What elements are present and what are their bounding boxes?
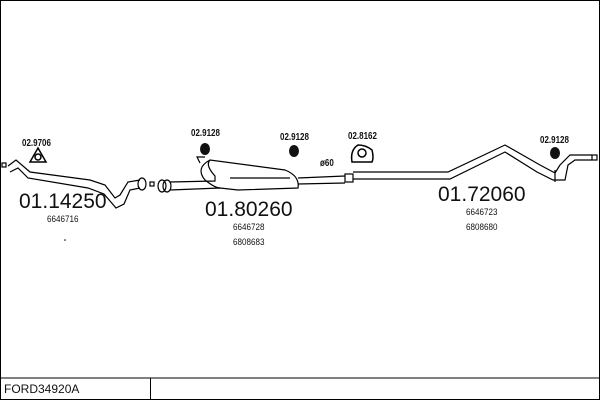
oem-number: 6646716 [47, 214, 79, 225]
accessory-ref: 02.8162 [348, 131, 377, 142]
stray-dot [64, 239, 66, 241]
part-number: 01.14250 [19, 190, 107, 213]
part-number: 01.80260 [205, 198, 293, 221]
rear-pipe [353, 144, 598, 182]
gasket-icon [28, 146, 48, 163]
oem-number: 6646723 [466, 207, 498, 218]
accessory-ref: 02.9706 [22, 138, 51, 149]
mounting-bracket-icon [350, 144, 374, 163]
accessory-ref: 02.9128 [280, 132, 309, 143]
diagram-code: FORD34920A [4, 382, 80, 396]
accessory-ref: 02.9128 [540, 135, 569, 146]
oem-number: 6646728 [233, 222, 265, 233]
oem-number: 6808683 [233, 237, 265, 248]
middle-silencer [157, 156, 354, 193]
rubber-hanger-icon [289, 145, 299, 157]
part-number: 01.72060 [438, 183, 526, 206]
oem-number: 6808680 [466, 222, 498, 233]
rubber-hanger-icon [200, 143, 210, 155]
front-pipe [1, 159, 155, 209]
rubber-hanger-icon [550, 147, 560, 159]
diameter-label: ø60 [320, 158, 334, 169]
accessory-ref: 02.9128 [191, 128, 220, 139]
